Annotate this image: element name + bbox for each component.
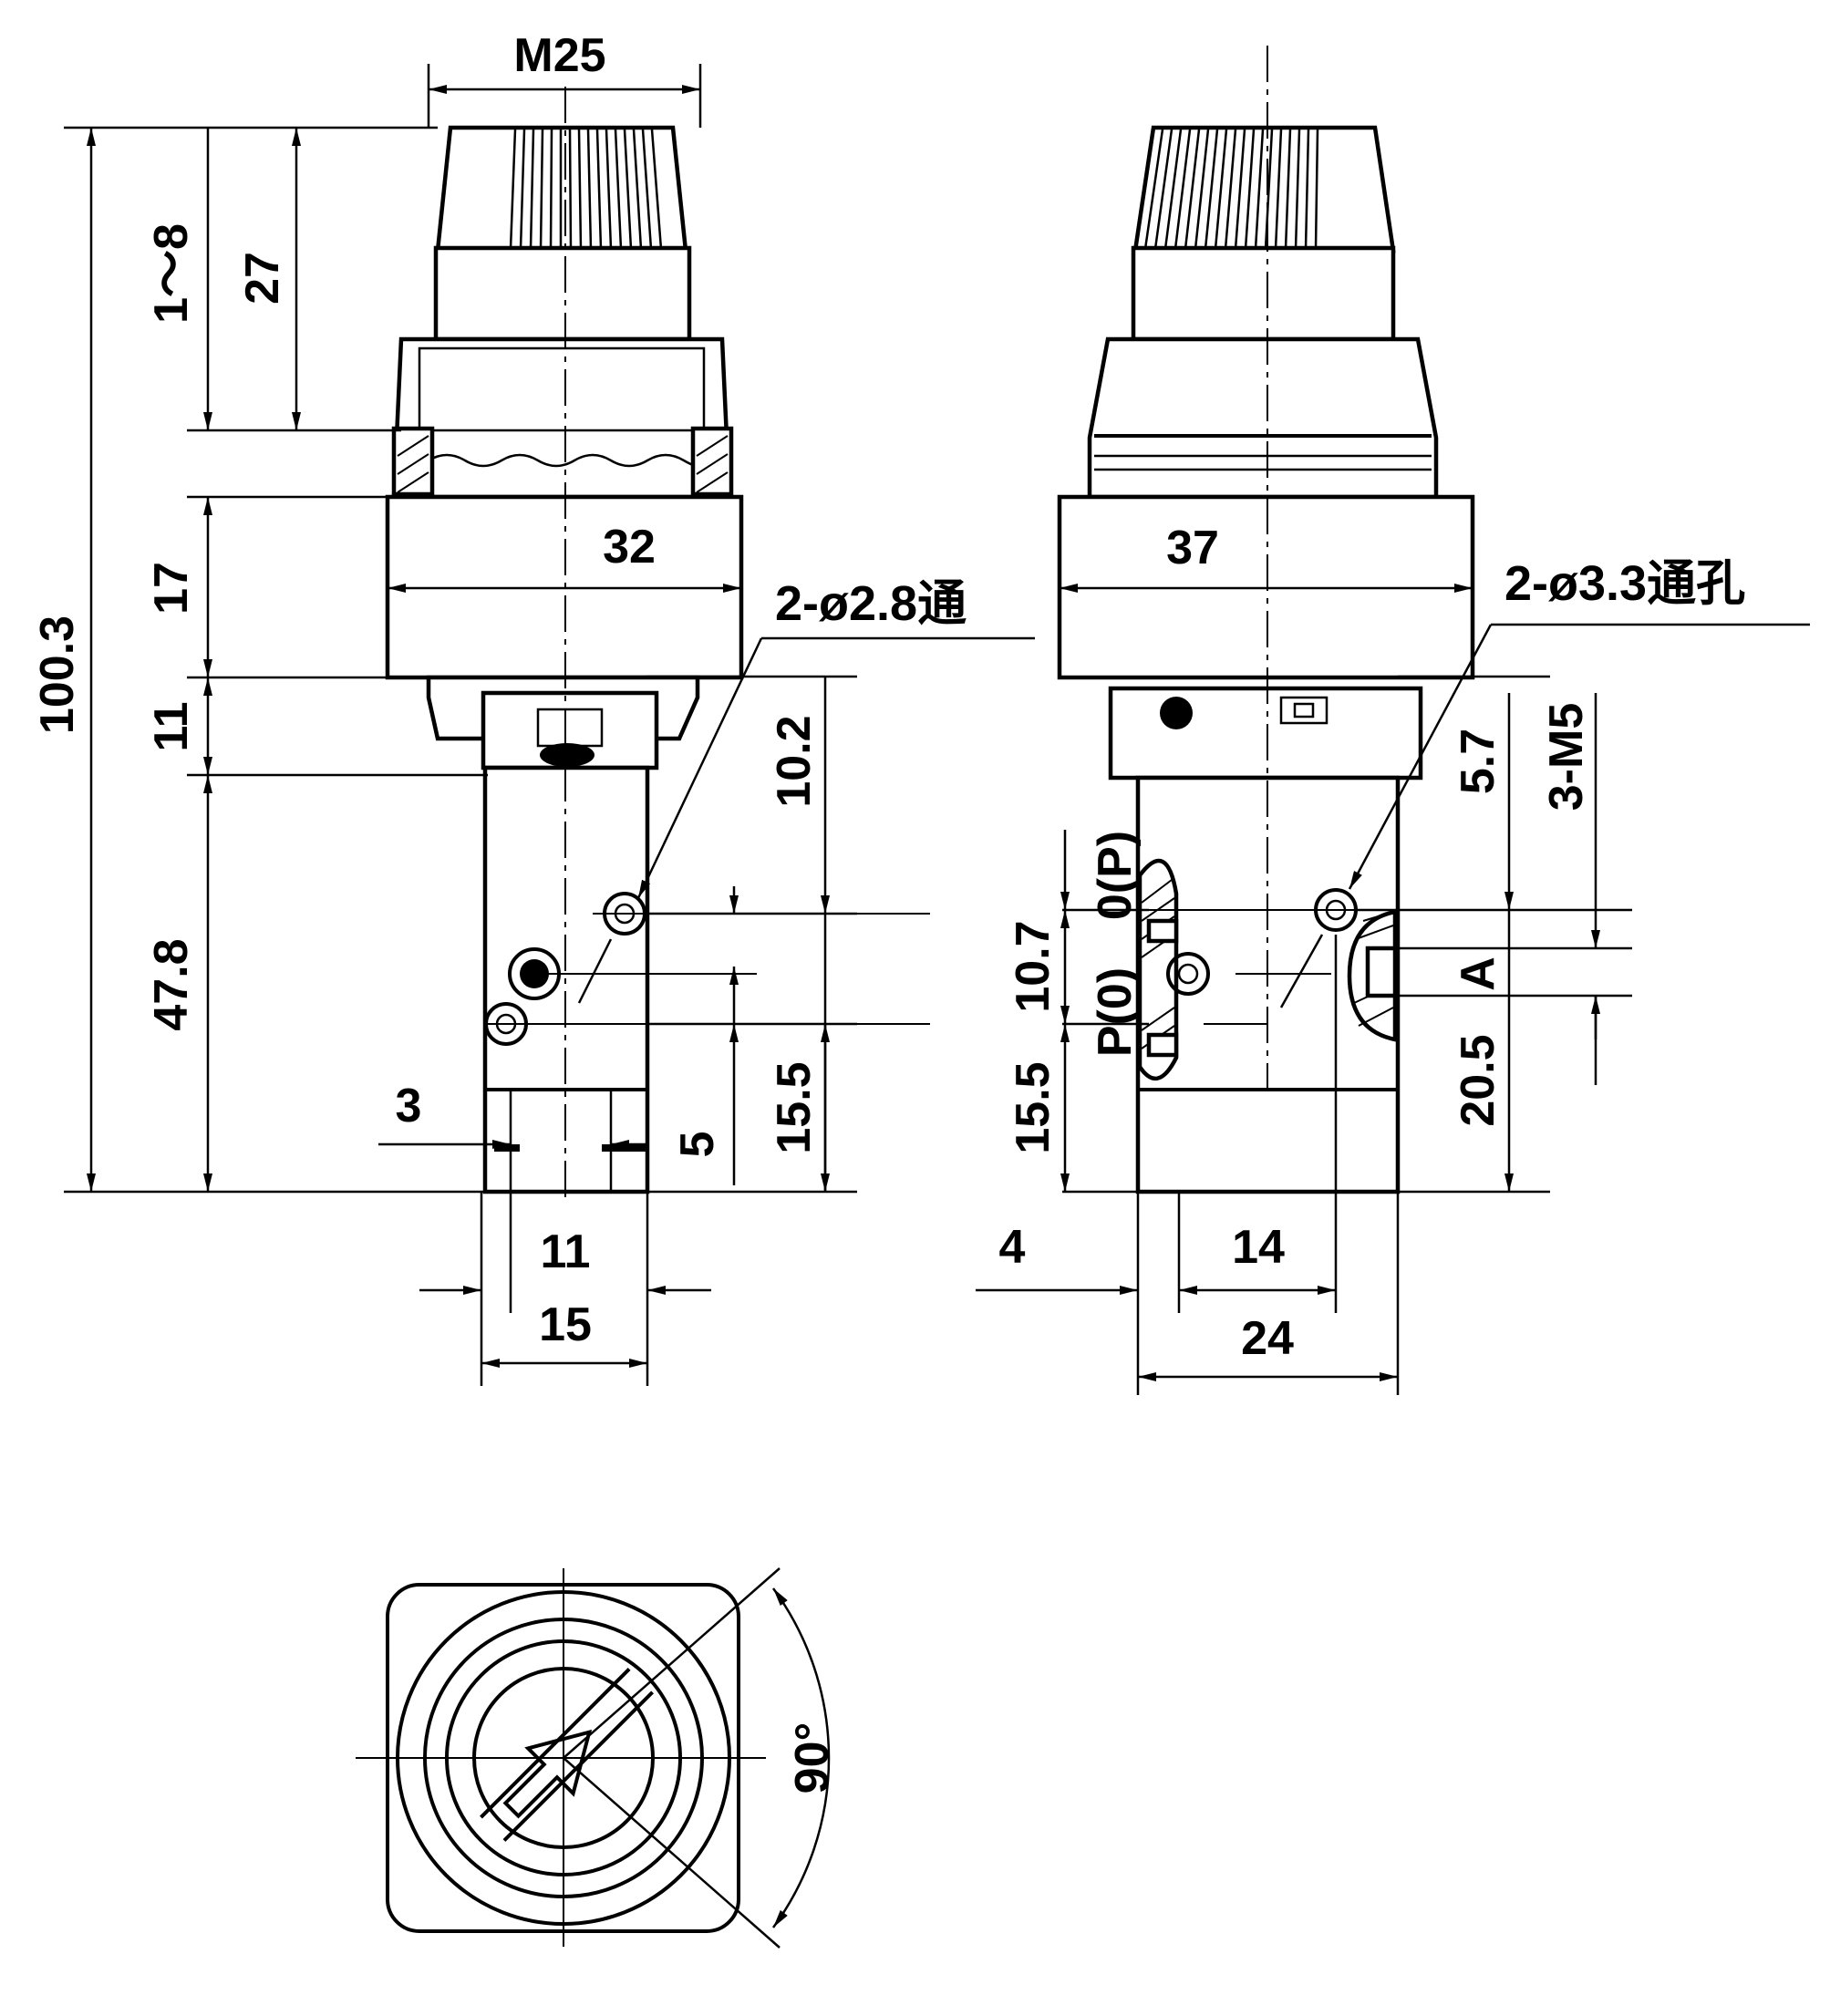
dim-side-threads: 3-M5 [1540,703,1593,811]
front-bezel [391,336,734,500]
side-hole-note: 2-ø3.3通孔 [1504,556,1745,611]
dim-overall-height: 100.3 [31,615,84,734]
port-p-bottom-label: P(0) [1089,967,1142,1057]
side-neck [1108,686,1423,781]
dim-collar-height: 17 [145,562,198,615]
dim-thread-m25: M25 [513,29,605,82]
port-a-label: A [1452,956,1504,991]
dim-offset-3: 3 [396,1080,422,1132]
dim-side-24: 24 [1241,1312,1294,1365]
front-dimensions: M25 100.3 1～8 27 17 11 47.8 32 2-ø2.8通 1… [31,29,1035,1386]
side-knob [1131,125,1396,342]
dim-valve-height: 47.8 [145,938,198,1030]
dim-offset-5: 5 [671,1132,724,1158]
dim-port-pitch: 15.5 [768,1061,821,1153]
top-arrow-indicator [480,1668,654,1842]
front-hole-note: 2-ø2.8通 [775,576,967,631]
dim-port-top: 10.2 [768,715,821,807]
dim-collar-width: 32 [603,521,656,574]
dim-side-4: 4 [999,1221,1026,1274]
front-mechanism [426,675,700,770]
side-bezel [1087,336,1439,500]
dim-knob-height: 27 [236,252,289,305]
front-knob [433,125,692,342]
side-dimensions: 37 2-ø3.3通孔 5.7 3-M5 A 20.5 0(P) P(0) 10… [976,522,1810,1395]
dim-range: 1～8 [145,223,198,324]
angle-90-label: 90° [786,1722,839,1794]
dim-side-collar-width: 37 [1166,522,1219,574]
dim-side-107: 10.7 [1007,920,1060,1012]
dim-side-top: 5.7 [1452,729,1504,794]
top-view: 90° [356,1567,839,1949]
dim-side-155: 15.5 [1007,1061,1060,1153]
front-view [385,87,930,1204]
dim-width-15: 15 [539,1298,592,1351]
dim-side-205: 20.5 [1452,1034,1504,1126]
dim-neck-height: 11 [145,702,198,752]
dim-side-14: 14 [1232,1221,1285,1274]
port-p-top-label: 0(P) [1089,831,1142,920]
dim-width-11: 11 [541,1225,591,1278]
